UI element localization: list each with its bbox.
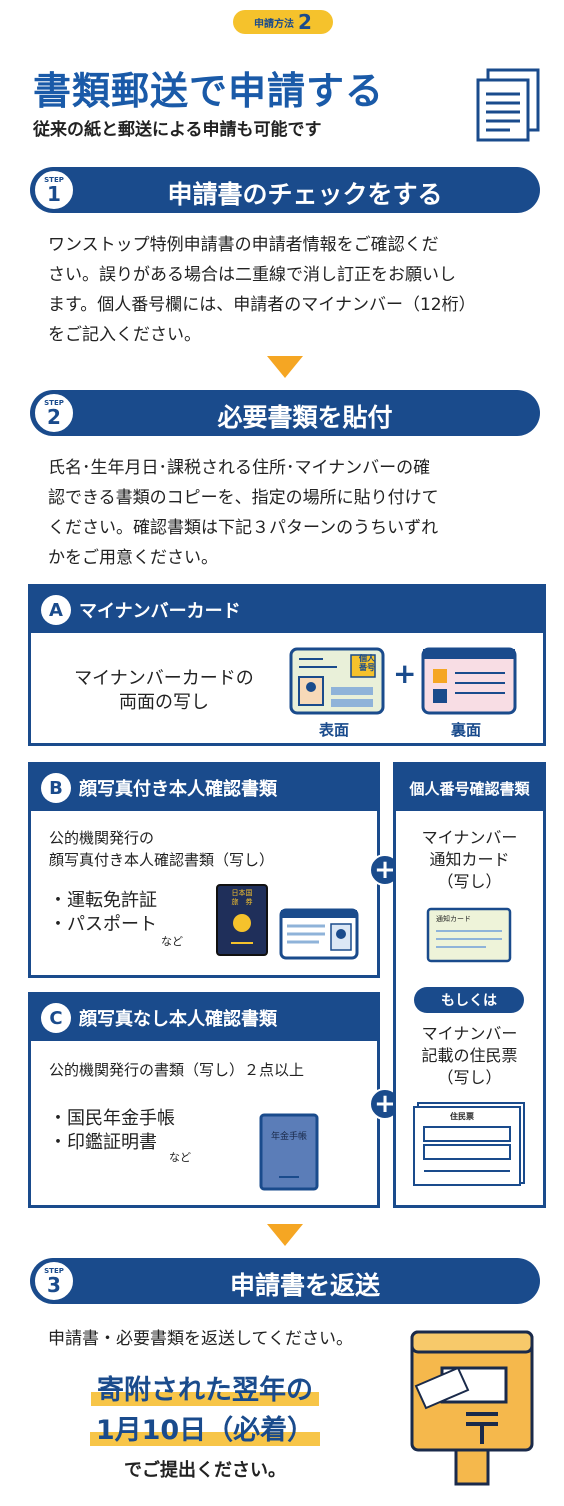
pattern-b-letter: B — [41, 773, 71, 803]
step2-number: 2 — [47, 404, 61, 429]
step1-label: STEP — [44, 175, 64, 184]
card-label-line: 番号 — [359, 663, 375, 672]
deadline-highlight: 寄附された翌年の — [91, 1375, 319, 1406]
id-notice-line: マイナンバー — [421, 828, 518, 847]
passport-label: 日本国 旅 券 — [221, 889, 263, 907]
pattern-b-header: B 顔写真付き本人確認書類 — [31, 765, 377, 811]
id-juminhyo-line: マイナンバー — [421, 1024, 518, 1043]
plus-icon: + — [393, 657, 417, 690]
step2-line: かをご用意ください。 — [48, 548, 218, 568]
page-title: 書類郵送で申請する — [33, 69, 385, 113]
notice-card-label: 通知カード — [436, 915, 471, 923]
step2-line: 氏名･生年月日･課税される住所･マイナンバーの確 — [48, 458, 431, 478]
id-juminhyo-line: （写し） — [437, 1068, 502, 1087]
pattern-b-item: ・パスポート — [49, 914, 157, 935]
id-notice-text: マイナンバー 通知カード （写し） — [396, 827, 543, 893]
pattern-c-desc: 公的機関発行の書類（写し）２点以上 — [49, 1061, 305, 1079]
step2-text: 氏名･生年月日･課税される住所･マイナンバーの確 認できる書類のコピーを、指定の… — [48, 453, 528, 573]
step3-label: STEP — [44, 1266, 64, 1275]
step3-title: 申請書を返送 — [229, 1271, 380, 1300]
step2-label: STEP — [44, 398, 64, 407]
pattern-a-letter: A — [41, 595, 71, 625]
document-icon — [474, 68, 544, 148]
pattern-a-box: A マイナンバーカード マイナンバーカードの 両面の写し 個人 番号 + 表面 … — [28, 584, 546, 746]
id-notice-line: 通知カード — [429, 850, 510, 869]
step3-number: 3 — [47, 1272, 61, 1297]
step1-bar: STEP 1 申請書のチェックをする — [30, 167, 540, 213]
step2-bar: STEP 2 必要書類を貼付 — [30, 390, 540, 436]
id-juminhyo-line: 記載の住民票 — [421, 1046, 518, 1065]
juminhyo-label: 住民票 — [450, 1112, 474, 1121]
card-number-label: 個人 番号 — [359, 654, 375, 672]
step3-bar: STEP 3 申請書を返送 — [30, 1258, 540, 1304]
step1-line: をご記入ください。 — [48, 325, 201, 345]
or-badge: もしくは — [414, 987, 524, 1013]
juminhyo-icon — [412, 1101, 526, 1191]
step2-line: ください。確認書類は下記３パターンのうちいずれ — [48, 518, 439, 538]
step3-circle: STEP 3 — [32, 1259, 76, 1303]
pattern-c-title: 顔写真なし本人確認書類 — [79, 1009, 277, 1030]
pattern-a-title: マイナンバーカード — [79, 601, 241, 622]
pattern-b-desc: 公的機関発行の 顔写真付き本人確認書類（写し） — [49, 827, 274, 871]
page-subtitle: 従来の紙と郵送による申請も可能です — [33, 120, 322, 140]
step3-end: でご提出ください。 — [124, 1460, 286, 1481]
pattern-a-header: A マイナンバーカード — [31, 587, 543, 633]
step1-line: ます。個人番号欄には、申請者のマイナンバー（12桁） — [48, 295, 476, 315]
card-front-label: 表面 — [319, 721, 350, 739]
id-notice-line: （写し） — [437, 872, 502, 891]
mynumber-card-back-icon — [421, 647, 517, 719]
pattern-b-list: ・運転免許証 ・パスポート — [49, 889, 157, 937]
pattern-c-letter: C — [41, 1003, 71, 1033]
pattern-b-title: 顔写真付き本人確認書類 — [79, 779, 277, 800]
step1-line: さい。誤りがある場合は二重線で消し訂正をお願いし — [48, 265, 456, 285]
passport-icon — [215, 883, 269, 961]
step1-number: 1 — [47, 181, 61, 206]
step2-line: 認できる書類のコピーを、指定の場所に貼り付けて — [48, 488, 439, 508]
step1-line: ワンストップ特例申請書の申請者情報をご確認くだ — [48, 235, 439, 255]
deadline-highlight: 1月10日（必着） — [89, 1415, 321, 1446]
pattern-c-etc: など — [169, 1151, 191, 1164]
method-badge: 申請方法 2 — [233, 10, 333, 34]
pattern-c-box: C 顔写真なし本人確認書類 公的機関発行の書類（写し）２点以上 ・国民年金手帳 … — [28, 992, 380, 1208]
step2-title: 必要書類を貼付 — [217, 403, 393, 432]
card-back-label: 裏面 — [451, 721, 482, 739]
passport-label-line: 日本国 — [231, 889, 253, 897]
pattern-b-etc: など — [161, 935, 183, 948]
notice-card-icon — [426, 907, 512, 967]
pattern-a-desc: マイナンバーカードの 両面の写し — [59, 667, 269, 715]
step1-title: 申請書のチェックをする — [167, 180, 443, 209]
postbox-icon — [408, 1328, 536, 1492]
id-number-box: 個人番号確認書類 マイナンバー 通知カード （写し） 通知カード もしくは マイ… — [393, 762, 546, 1208]
step1-text: ワンストップ特例申請書の申請者情報をご確認くだ さい。誤りがある場合は二重線で消… — [48, 230, 528, 350]
down-arrow-icon — [267, 356, 303, 378]
pattern-a-desc-line: マイナンバーカードの — [74, 668, 254, 689]
method-number: 2 — [298, 10, 312, 34]
pattern-b-desc-line: 顔写真付き本人確認書類（写し） — [49, 851, 275, 869]
id-juminhyo-text: マイナンバー 記載の住民票 （写し） — [396, 1023, 543, 1089]
pattern-b-box: B 顔写真付き本人確認書類 公的機関発行の 顔写真付き本人確認書類（写し） ・運… — [28, 762, 380, 978]
pattern-c-list: ・国民年金手帳 ・印鑑証明書 — [49, 1107, 175, 1155]
pattern-c-item: ・印鑑証明書 — [49, 1132, 157, 1153]
pattern-b-desc-line: 公的機関発行の — [49, 829, 155, 847]
pattern-c-header: C 顔写真なし本人確認書類 — [31, 995, 377, 1041]
passport-label-line: 旅 券 — [231, 898, 253, 906]
license-card-icon — [279, 908, 359, 964]
pension-book-icon — [259, 1113, 319, 1195]
pattern-a-desc-line: 両面の写し — [119, 692, 209, 713]
card-label-line: 個人 — [359, 654, 375, 663]
deadline-line1: 寄附された翌年の — [40, 1368, 370, 1407]
mynumber-card-front-icon — [289, 647, 385, 719]
step2-circle: STEP 2 — [32, 391, 76, 435]
down-arrow-icon — [267, 1224, 303, 1246]
id-number-header: 個人番号確認書類 — [396, 765, 543, 811]
deadline-line2: 1月10日（必着） — [40, 1408, 370, 1447]
pension-book-label: 年金手帳 — [270, 1132, 307, 1142]
pattern-c-item: ・国民年金手帳 — [49, 1108, 175, 1129]
step1-circle: STEP 1 — [32, 168, 76, 212]
pattern-b-item: ・運転免許証 — [49, 890, 157, 911]
step3-text: 申請書・必要書類を返送してください。 — [48, 1329, 353, 1349]
method-label: 申請方法 — [254, 18, 295, 30]
